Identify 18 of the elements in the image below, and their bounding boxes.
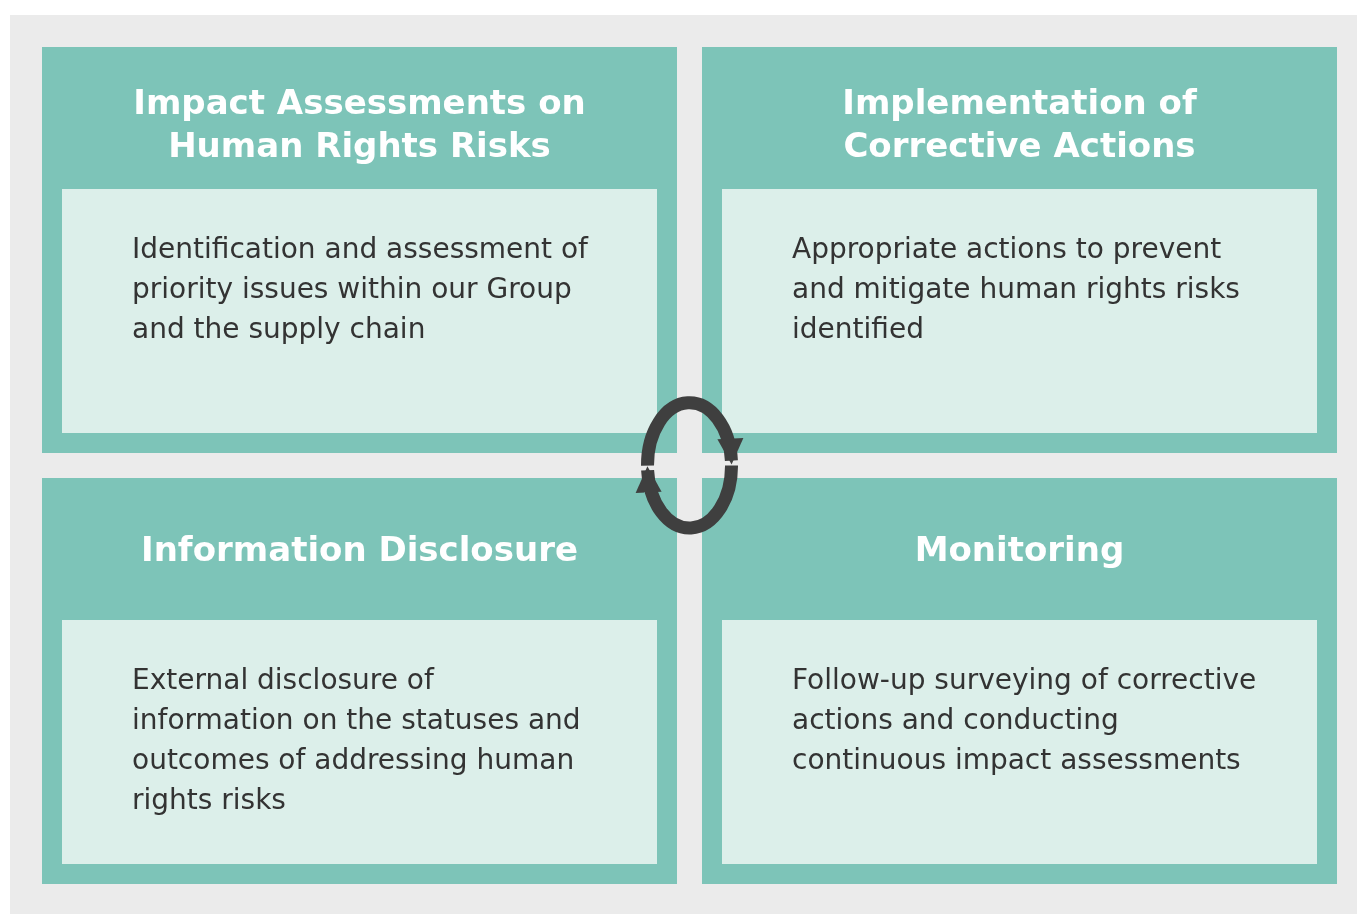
description-text: Follow-up surveying of corrective actions and conducting continuous impact assessments — [792, 662, 1258, 778]
step-panel — [42, 47, 677, 453]
description-text: External disclosure of information on the statuses and outcomes of addressing human rights risks — [132, 662, 582, 818]
description-box — [722, 620, 1317, 864]
step-heading: Impact Assessments on Human Rights Risks — [132, 81, 587, 167]
step-heading: Implementation of Corrective Actions — [841, 81, 1198, 167]
description-text: Appropriate actions to prevent and mitigate human rights risks identified — [792, 231, 1241, 347]
step-panel — [42, 478, 677, 884]
step-panel — [702, 47, 1337, 453]
step-panel — [702, 478, 1337, 884]
description-box — [62, 189, 657, 433]
description-box — [62, 620, 657, 864]
step-heading: Information Disclosure — [140, 528, 579, 571]
cycle-arrow — [636, 465, 738, 535]
cycle-arrow — [641, 396, 743, 466]
step-heading: Monitoring — [913, 528, 1126, 571]
description-box — [722, 189, 1317, 433]
description-text: Identification and assessment of priority issues within our Group and the supply chain — [132, 231, 590, 347]
